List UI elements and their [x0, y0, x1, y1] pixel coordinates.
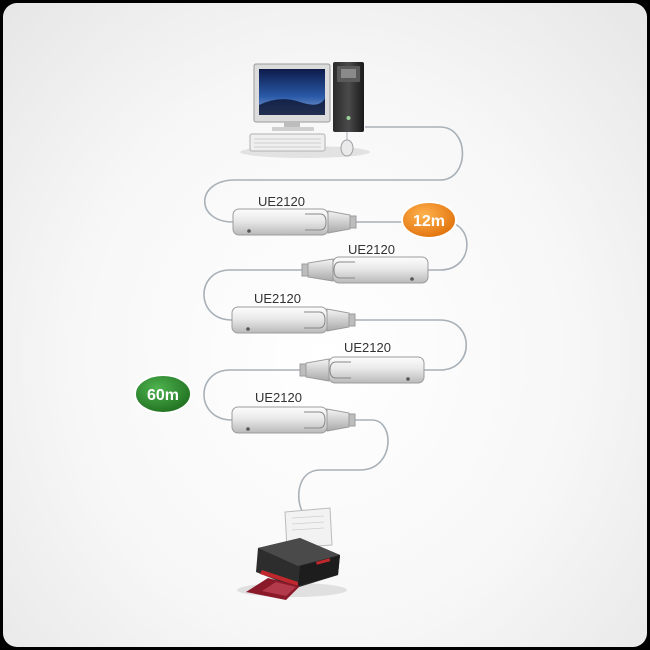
- cable-extender-2-to-3: [203, 269, 302, 321]
- diagram-panel: UE2120 UE2120 UE2120 UE2120 UE2120 12m 6…: [3, 3, 647, 647]
- extender-1: [232, 208, 357, 236]
- extender-2: [301, 256, 429, 284]
- connection-diagram: UE2120 UE2120 UE2120 UE2120 UE2120 12m 6…: [134, 62, 468, 600]
- badge-12m-text: 12m: [413, 213, 445, 230]
- extender-3-label: UE2120: [254, 291, 301, 306]
- cable-extender-4-to-5: [203, 369, 300, 421]
- extender-1-label: UE2120: [258, 194, 305, 209]
- distance-badge-60m: 60m: [134, 374, 192, 414]
- printer-icon: [237, 507, 347, 600]
- extender-5-label: UE2120: [255, 390, 302, 405]
- extender-4: [299, 356, 425, 384]
- badge-60m-text: 60m: [147, 387, 179, 404]
- extender-5: [231, 406, 356, 434]
- desktop-computer-icon: [240, 62, 370, 158]
- distance-badge-12m: 12m: [401, 201, 457, 239]
- cable-extender-3-to-4: [355, 319, 467, 371]
- cable-computer-to-extender-1: [204, 126, 464, 223]
- extender-2-label: UE2120: [348, 242, 395, 257]
- extender-4-label: UE2120: [344, 340, 391, 355]
- cable-extender-5-to-printer: [298, 419, 389, 516]
- extender-3: [231, 306, 356, 334]
